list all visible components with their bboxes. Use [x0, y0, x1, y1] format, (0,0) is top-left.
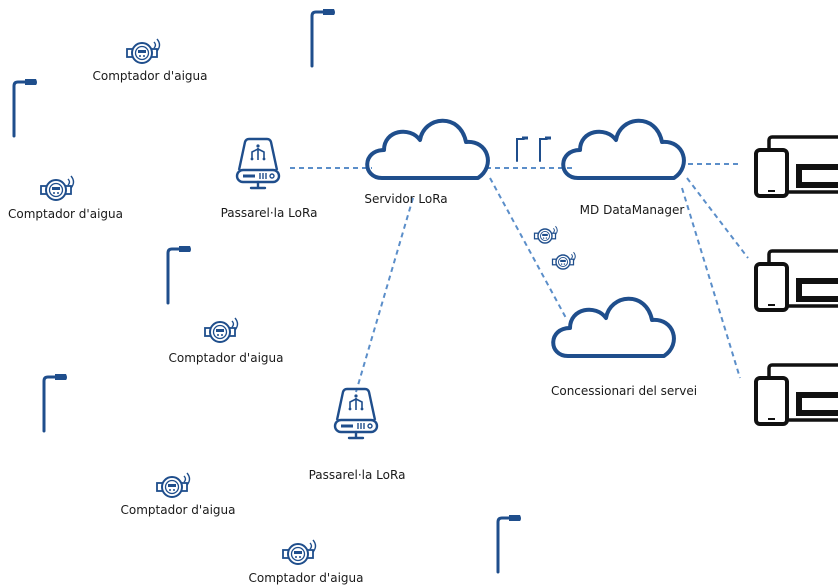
md-datamanager-label: MD DataManager — [579, 203, 685, 217]
water-meter-small-icon — [551, 251, 576, 270]
water-meter-label-2: Comptador d'aigua — [8, 207, 123, 221]
terminal-2-icon — [754, 249, 838, 312]
water-meter-icon — [156, 472, 191, 498]
concessionari-label: Concessionari del servei — [550, 384, 698, 398]
water-meter-icon — [40, 175, 75, 201]
water-meter-label-4: Comptador d'aigua — [120, 503, 236, 517]
gateway-2-label: Passarel·la LoRa — [308, 468, 406, 482]
street-lamp-icon — [12, 77, 39, 138]
terminal-3-icon — [754, 363, 838, 426]
link-servidor-gateway2 — [355, 197, 414, 393]
network-links — [290, 163, 749, 393]
servidor-lora-label: Servidor LoRa — [364, 192, 448, 206]
gateway-1-icon — [235, 137, 281, 190]
gateway-2-icon — [333, 387, 379, 440]
water-meter-icon — [204, 317, 239, 343]
street-lamp-icon — [310, 7, 337, 68]
concessionari-cloud-icon — [551, 296, 676, 358]
link-datamanager-terminal3 — [681, 187, 741, 379]
street-lamp-small-icon — [539, 135, 552, 162]
street-lamp-icon — [496, 513, 523, 574]
servidor-lora-cloud-icon — [365, 118, 490, 180]
water-meter-label-1: Comptador d'aigua — [92, 69, 208, 83]
water-meter-small-icon — [533, 225, 558, 244]
gateway-1-label: Passarel·la LoRa — [220, 206, 318, 220]
street-lamp-icon — [42, 372, 69, 433]
water-meter-icon — [126, 38, 161, 64]
link-servidor-concessionaris — [489, 177, 567, 319]
water-meter-icon — [282, 539, 317, 565]
water-meter-label-5: Comptador d'aigua — [248, 571, 364, 585]
terminal-1-icon — [754, 135, 838, 198]
street-lamp-small-icon — [516, 135, 529, 162]
street-lamp-icon — [166, 244, 193, 305]
link-datamanager-terminal2 — [686, 177, 749, 259]
water-meter-label-3: Comptador d'aigua — [168, 351, 284, 365]
md-datamanager-cloud-icon — [561, 118, 686, 180]
